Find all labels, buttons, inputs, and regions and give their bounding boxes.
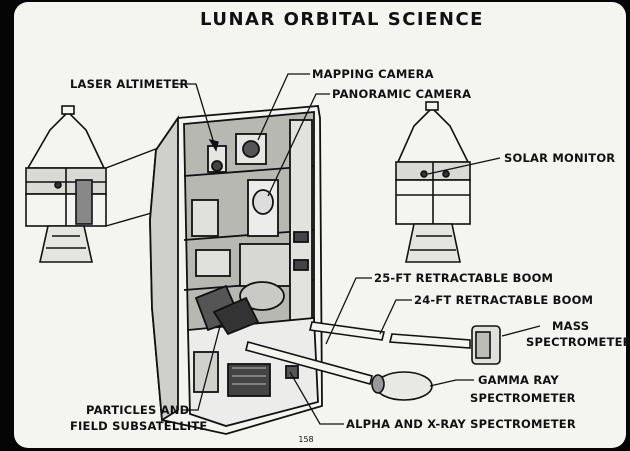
- left-spacecraft: [25, 105, 107, 263]
- label-mass-spectrometer-1: MASS: [552, 319, 589, 333]
- label-mass-spectrometer-2: SPECTROMETER: [526, 335, 630, 349]
- label-laser-altimeter: LASER ALTIMETER: [70, 77, 189, 91]
- label-mapping-camera: MAPPING CAMERA: [312, 67, 434, 81]
- booms: [245, 321, 501, 401]
- diagram-title: LUNAR ORBITAL SCIENCE: [200, 9, 484, 30]
- label-particles-1: PARTICLES AND: [86, 403, 189, 417]
- label-24ft-boom: 24-FT RETRACTABLE BOOM: [414, 293, 593, 307]
- label-particles-2: FIELD SUBSATELLITE: [70, 419, 207, 433]
- label-25ft-boom: 25-FT RETRACTABLE BOOM: [374, 271, 553, 285]
- label-panoramic-camera: PANORAMIC CAMERA: [332, 87, 471, 101]
- right-spacecraft: [395, 101, 471, 263]
- label-alpha-xray: ALPHA AND X-RAY SPECTROMETER: [346, 417, 576, 431]
- sim-bay-cutaway: [149, 105, 323, 435]
- label-gamma-ray-1: GAMMA RAY: [478, 373, 559, 387]
- leader-lines: [176, 73, 541, 425]
- page-number: 158: [298, 435, 313, 444]
- label-gamma-ray-2: SPECTROMETER: [470, 391, 576, 405]
- label-solar-monitor: SOLAR MONITOR: [504, 151, 615, 165]
